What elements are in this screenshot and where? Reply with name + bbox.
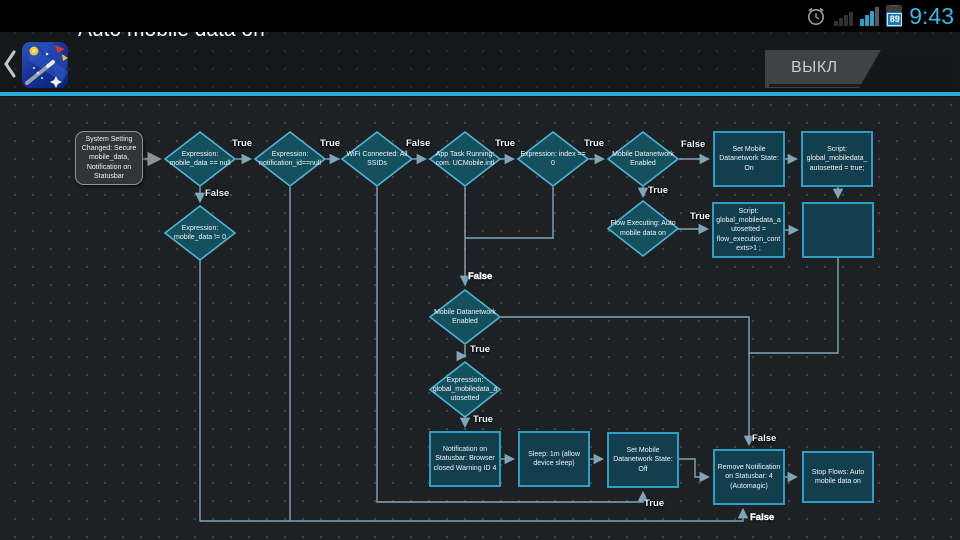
node-flow-executing[interactable]: Flow Executing: Auto mobile data on — [607, 200, 679, 257]
clock-time: 9:43 — [909, 3, 954, 29]
battery-icon: 89 — [886, 5, 903, 27]
toggle-underline — [769, 84, 861, 87]
node-expression-global-mobiledata-autosetted[interactable]: Expression: global_mobiledata_autosetted — [429, 361, 501, 418]
app-icon[interactable] — [22, 42, 68, 88]
edge-label: True — [470, 344, 491, 355]
node-set-mobile-datanetwork-on[interactable]: Set Mobile Datanetwork State: On — [713, 131, 785, 187]
node-sleep[interactable]: Sleep: 1m (allow device sleep) — [518, 431, 590, 487]
edge-label: False — [681, 139, 706, 150]
node-wifi-connected[interactable]: WiFi Connected: All SSIDs — [341, 131, 413, 187]
edge-label: True — [584, 138, 605, 149]
node-set-mobile-datanetwork-off[interactable]: Set Mobile Datanetwork State: Off — [607, 432, 679, 488]
node-script-autosetted-true[interactable]: Script: global_mobiledata_autosetted = t… — [801, 131, 873, 187]
edge-label: False — [468, 271, 493, 282]
node-expression-index-0[interactable]: Expression: index == 0 — [517, 131, 589, 187]
flow-enable-toggle[interactable]: ВЫКЛ — [765, 50, 955, 88]
battery-percent: 89 — [887, 13, 903, 26]
edge-label: False — [750, 512, 775, 523]
node-trigger-system-setting-changed[interactable]: System Setting Changed: Secure mobile_da… — [75, 131, 143, 185]
edge-label: True — [320, 138, 341, 149]
edge-label: True — [644, 498, 665, 509]
signal-dim-icon — [834, 6, 854, 26]
signal-strength-icon — [860, 6, 880, 26]
node-stop-flows[interactable]: Stop Flows: Auto mobile data on — [802, 451, 874, 503]
back-chevron-icon[interactable] — [1, 46, 19, 82]
node-expression-mobile-data-null[interactable]: Expression: mobile_data == null — [164, 131, 236, 187]
edge-label: True — [495, 138, 516, 149]
edge-label: False — [752, 433, 777, 444]
node-expression-notification-id-null[interactable]: Expression: notification_id==null — [254, 131, 326, 187]
status-bar: 89 9:43 — [0, 0, 960, 32]
toggle-label: ВЫКЛ — [791, 59, 838, 76]
edge-label: False — [205, 188, 230, 199]
toggle-gray-segment — [765, 50, 881, 88]
node-mobile-datanetwork-enabled-top[interactable]: Mobile Datanetwork Enabled — [607, 131, 679, 187]
node-mobile-datanetwork-enabled-mid[interactable]: Mobile Datanetwork Enabled — [429, 289, 501, 345]
edge-label: False — [406, 138, 431, 149]
node-script-flow-execution-contexts[interactable]: Script: global_mobiledata_autosetted = f… — [712, 202, 785, 258]
alarm-clock-icon — [808, 7, 825, 25]
edge-label: True — [473, 414, 494, 425]
edge-label: True — [648, 185, 669, 196]
node-notification-on-statusbar[interactable]: Notification on Statusbar: Browser close… — [429, 431, 501, 487]
node-empty-action[interactable] — [802, 202, 874, 258]
edge-label: True — [690, 211, 711, 222]
node-app-task-running[interactable]: App Task Running: com. UCMobile.intl — [429, 131, 501, 187]
edge-label: True — [232, 138, 253, 149]
action-bar-accent-line — [0, 92, 960, 96]
node-remove-notification[interactable]: Remove Notification on Statusbar: 4 (Aut… — [713, 449, 785, 505]
node-expression-mobile-data-not-0[interactable]: Expression: mobile_data != 0 — [164, 205, 236, 261]
